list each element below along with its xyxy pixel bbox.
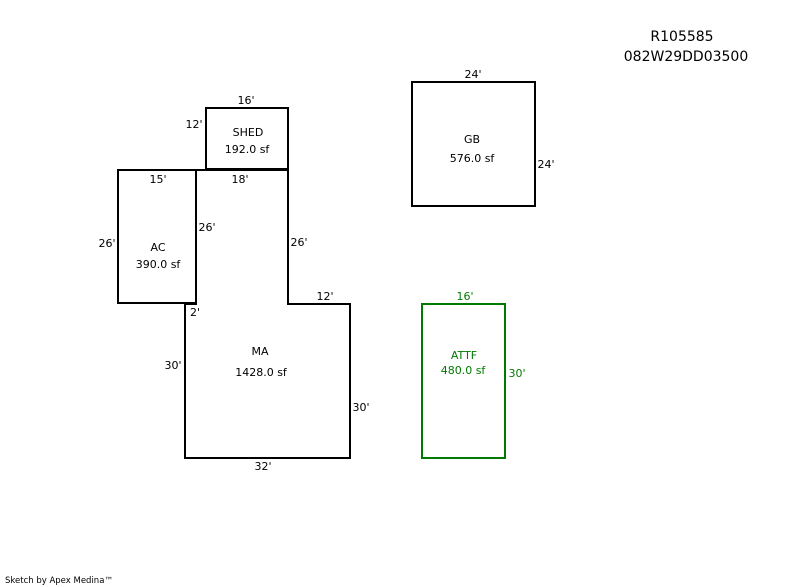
sketch-credit: Sketch by Apex Medina™: [5, 576, 113, 586]
ma-dim-jog: 2': [190, 306, 200, 319]
ma-dim-step: 12': [316, 290, 333, 303]
ma-area: 1428.0 sf: [235, 366, 288, 379]
account-id: R105585: [650, 29, 713, 45]
ac-dim-top: 15': [149, 173, 166, 186]
area-attf[interactable]: ATTF 480.0 sf 16' 30': [421, 290, 526, 459]
ac-area: 390.0 sf: [136, 258, 182, 271]
gb-outline: [411, 81, 536, 207]
ma-outline: [184, 169, 351, 459]
ma-dim-top: 18': [231, 173, 248, 186]
ac-code: AC: [150, 241, 165, 254]
gb-code: GB: [464, 133, 480, 146]
area-ma[interactable]: MA 1428.0 sf 18' 26' 12' 30' 32' 30' 2': [164, 169, 370, 473]
shed-area: 192.0 sf: [225, 143, 271, 156]
attf-area: 480.0 sf: [441, 364, 487, 377]
attf-dim-top: 16': [456, 290, 473, 303]
area-gb[interactable]: GB 576.0 sf 24' 24': [411, 68, 555, 207]
gb-area: 576.0 sf: [450, 152, 496, 165]
ma-dim-right-lower: 30': [352, 401, 369, 414]
parcel-id: 082W29DD03500: [624, 49, 748, 65]
shed-dim-top: 16': [237, 94, 254, 107]
attf-dim-right: 30': [508, 367, 525, 380]
area-ac[interactable]: AC 390.0 sf 15' 26' 26': [98, 169, 216, 304]
attf-code: ATTF: [451, 349, 477, 362]
shed-dim-left: 12': [185, 118, 202, 131]
ma-dim-right-upper: 26': [290, 236, 307, 249]
ma-dim-bottom: 32': [254, 460, 271, 473]
gb-dim-top: 24': [464, 68, 481, 81]
ma-dim-left: 30': [164, 359, 181, 372]
shed-code: SHED: [233, 126, 264, 139]
attf-outline: [421, 303, 506, 459]
area-shed[interactable]: SHED 192.0 sf 16' 12': [185, 94, 289, 170]
gb-dim-right: 24': [537, 158, 554, 171]
ma-code: MA: [251, 345, 268, 358]
ac-outline: [117, 169, 197, 304]
ac-dim-right: 26': [198, 221, 215, 234]
ac-dim-left: 26': [98, 237, 115, 250]
